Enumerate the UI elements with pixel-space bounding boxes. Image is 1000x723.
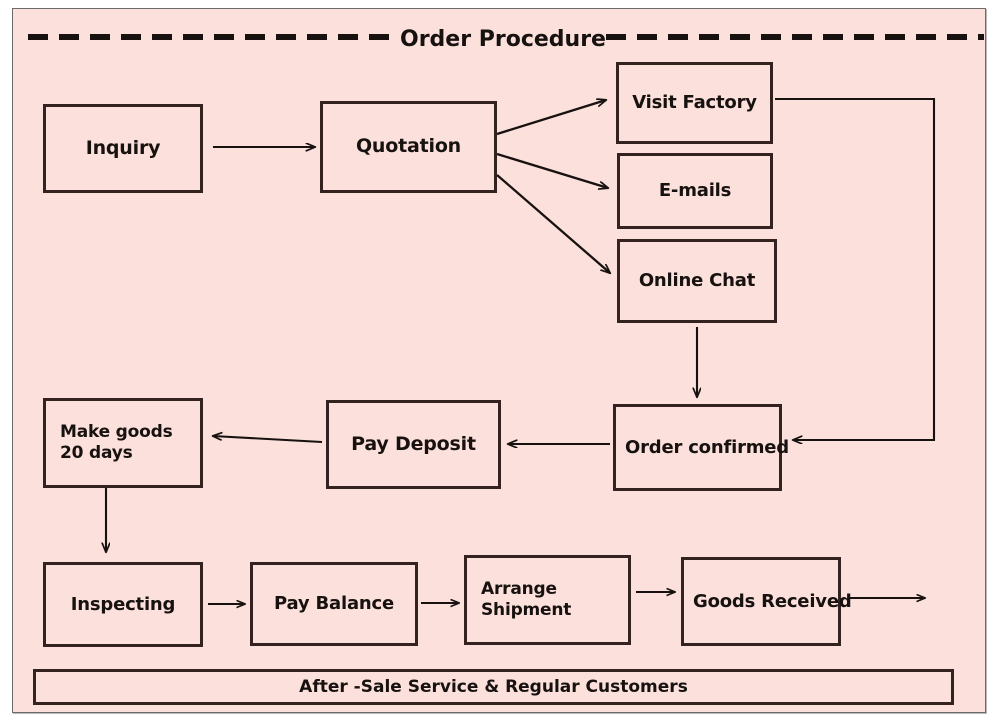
node-visit-factory[interactable]: Visit Factory [616, 62, 773, 144]
node-pay-deposit-label: Pay Deposit [351, 432, 476, 455]
node-make-goods-line1: Make goods [60, 422, 173, 443]
edge-quotation-visit-factory [496, 100, 606, 136]
node-inspecting[interactable]: Inspecting [43, 562, 203, 647]
node-emails[interactable]: E-mails [617, 153, 773, 229]
node-goods-received[interactable]: Goods Received [681, 557, 852, 646]
node-inspecting-label: Inspecting [70, 593, 176, 615]
node-quotation[interactable]: Quotation [320, 101, 497, 193]
node-make-goods-line2: 20 days [60, 443, 133, 463]
node-quotation-label: Quotation [355, 135, 461, 158]
node-visit-factory-label: Visit Factory [632, 92, 757, 114]
node-make-goods[interactable]: Make goods 20 days [43, 398, 203, 488]
edge-quotation-online-chat [496, 174, 610, 273]
node-online-chat[interactable]: Online Chat [617, 239, 777, 323]
node-order-confirmed[interactable]: Order confirmed [613, 404, 789, 491]
edge-visit-factory-order-confirmed-loop [775, 97, 936, 440]
node-pay-balance[interactable]: Pay Balance [250, 562, 418, 646]
node-inquiry[interactable]: Inquiry [43, 104, 203, 193]
node-arrange-shipment-line1: Arrange [481, 579, 557, 600]
node-inquiry-label: Inquiry [85, 136, 161, 159]
node-arrange-shipment[interactable]: Arrange Shipment [464, 555, 631, 645]
node-pay-balance-label: Pay Balance [274, 593, 394, 615]
node-arrange-shipment-label: Arrange Shipment [481, 579, 571, 620]
page-title: Order Procedure [400, 27, 606, 52]
node-emails-label: E-mails [658, 180, 732, 202]
edge-quotation-emails [496, 152, 608, 188]
node-pay-deposit[interactable]: Pay Deposit [326, 400, 501, 489]
node-online-chat-label: Online Chat [638, 270, 756, 292]
node-order-confirmed-label: Order confirmed [625, 436, 789, 458]
node-arrange-shipment-line2: Shipment [481, 600, 572, 620]
edge-pay-deposit-make-goods [213, 436, 323, 444]
node-make-goods-label: Make goods 20 days [60, 422, 173, 463]
footer-banner-label: After -Sale Service & Regular Customers [299, 677, 688, 697]
footer-banner[interactable]: After -Sale Service & Regular Customers [33, 669, 954, 705]
node-goods-received-label: Goods Received [693, 590, 852, 612]
